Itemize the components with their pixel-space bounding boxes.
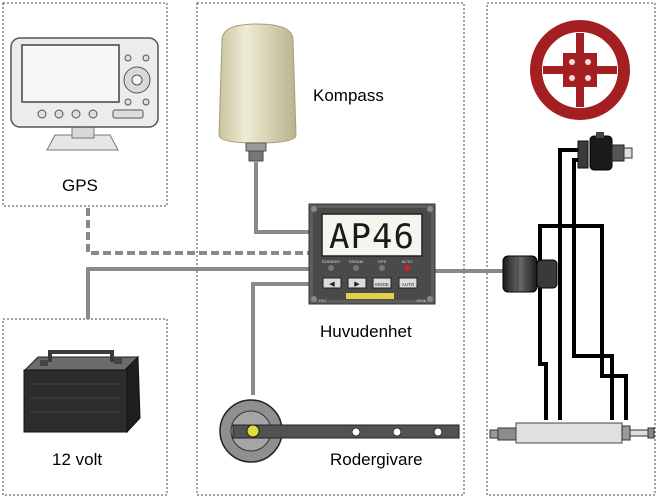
rudder-sensor-label: Rodergivare — [330, 450, 423, 469]
compass-cable — [254, 162, 310, 234]
mode-button — [372, 277, 392, 289]
cables — [86, 162, 503, 395]
left-button-label: ◀ — [329, 281, 335, 288]
hydraulic-hoses — [538, 148, 628, 420]
indicator-led — [404, 265, 410, 271]
indicator-led — [328, 265, 334, 271]
rudder-sensor-icon — [219, 399, 460, 463]
gps-cable — [86, 208, 310, 255]
lcd-display: AP46 — [329, 217, 415, 257]
indicator-label: AUTO — [401, 259, 412, 264]
indicator-label: STANDBY — [322, 259, 341, 264]
center-panel — [196, 2, 465, 496]
gps-plotter-icon — [10, 37, 159, 151]
indicator-led — [379, 265, 385, 271]
left-button — [322, 277, 342, 289]
indicator-led — [353, 265, 359, 271]
right-button — [347, 277, 367, 289]
hydraulic-cylinder-icon — [489, 422, 655, 444]
battery-panel — [2, 318, 168, 496]
indicator-label: GPS — [378, 259, 387, 264]
battery-icon — [23, 350, 141, 434]
steering-panel — [486, 2, 656, 496]
compass-icon — [218, 23, 297, 162]
battery-label: 12 volt — [52, 450, 103, 469]
right-button-label: ▶ — [354, 281, 360, 288]
footer-right-label: AP46 — [416, 298, 427, 303]
main-unit-label: Huvudenhet — [320, 322, 412, 341]
gps-panel — [2, 2, 168, 207]
footer-left-label: TRC — [318, 298, 326, 303]
compass-label: Kompass — [313, 86, 384, 105]
auto-button-label: AUTO — [402, 282, 415, 287]
power-cable — [86, 267, 310, 319]
rudder-sensor-cable — [251, 282, 310, 395]
auto-button — [398, 277, 418, 289]
gps-label: GPS — [62, 176, 98, 195]
indicator-label: PARAM — [349, 259, 363, 264]
drive-pump-icon — [502, 255, 558, 293]
mode-button-label: MODE — [375, 282, 389, 287]
helm-pump-icon — [577, 132, 633, 171]
main-unit: AP46 STANDBY PARAM GPS AUTO ◀ ▶ MODE AUT… — [308, 203, 436, 305]
steering-wheel-icon — [530, 20, 630, 120]
